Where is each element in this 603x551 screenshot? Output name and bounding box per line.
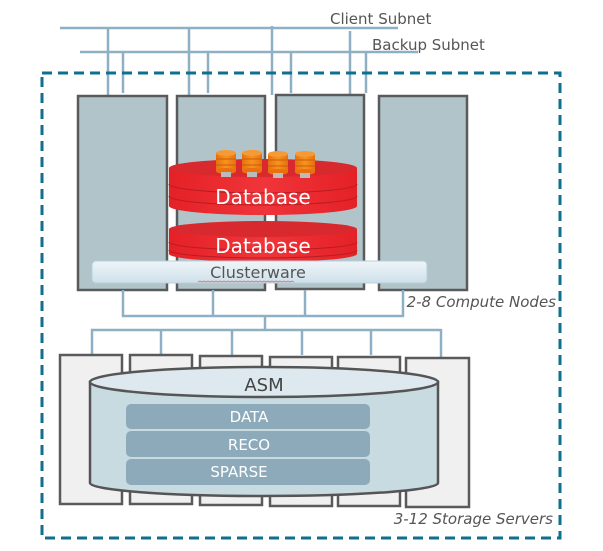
backup-subnet-label: Backup Subnet (372, 36, 485, 54)
clusterware-label: Clusterware (210, 263, 306, 282)
disk-group-sparse-label: SPARSE (210, 463, 267, 481)
clusterware-bar: Clusterware (91, 260, 428, 284)
database-1-label: Database (215, 185, 310, 209)
pdb-icon (295, 151, 315, 178)
disk-group-data-label: DATA (230, 408, 269, 426)
disk-group-data (126, 404, 370, 429)
database-2: Database (168, 221, 358, 262)
pdb-icon (242, 150, 262, 177)
database-2-label: Database (215, 234, 310, 258)
disk-group-sparse (126, 459, 370, 485)
disk-group-reco-label: RECO (228, 436, 270, 454)
compute-node (377, 94, 469, 292)
spellcheck-underline (197, 280, 295, 283)
disk-groups: DATA RECO SPARSE (126, 404, 370, 485)
disk-group-reco (126, 431, 370, 457)
compute-node (76, 94, 169, 292)
pluggable-databases (216, 150, 315, 178)
compute-group-label: 2-8 Compute Nodes (407, 293, 557, 311)
client-subnet-label: Client Subnet (330, 10, 431, 28)
pdb-icon (216, 150, 236, 177)
interconnect (90, 290, 443, 358)
asm-label: ASM (244, 375, 283, 396)
engineered-system-boundary (40, 71, 562, 540)
client-subnet (60, 26, 398, 97)
database-1: Database (168, 159, 358, 215)
pdb-icon (268, 151, 288, 178)
storage-group-label: 3-12 Storage Servers (394, 510, 553, 528)
